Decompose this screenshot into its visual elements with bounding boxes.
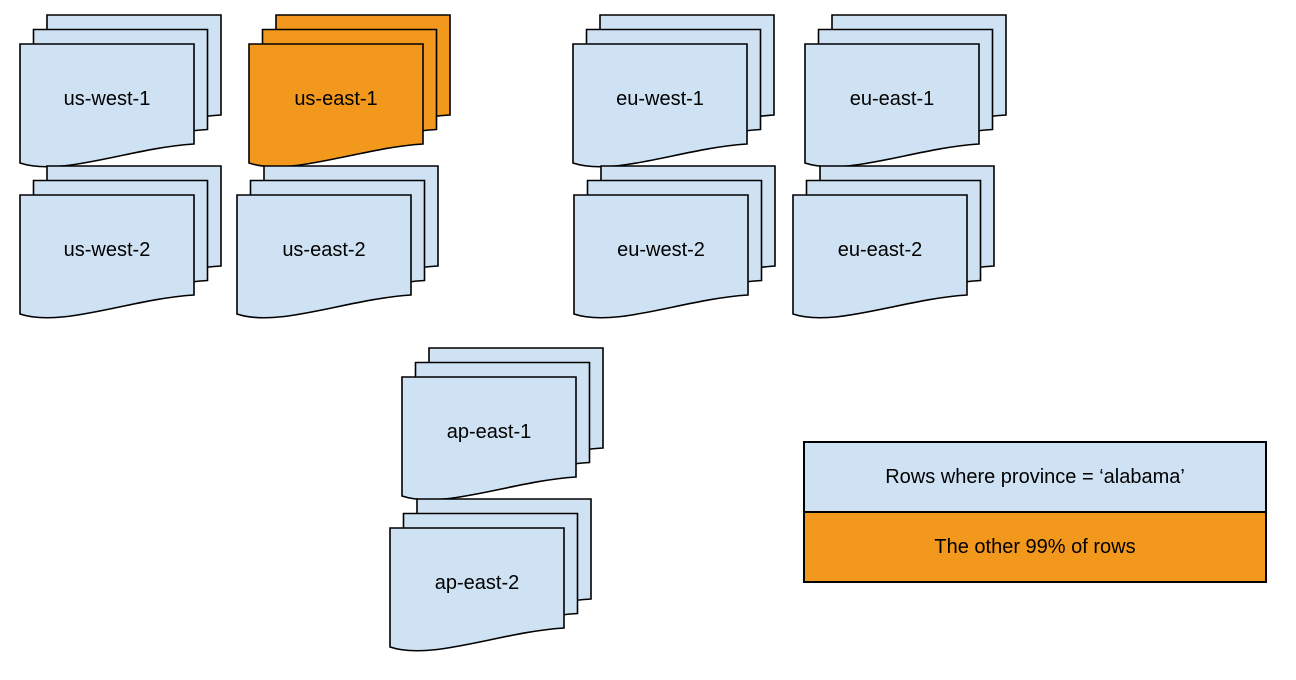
region-stack-us-west-1	[19, 14, 222, 168]
region-stack-eu-east-2	[792, 165, 995, 319]
region-stack-us-east-1	[248, 14, 451, 168]
region-stack-eu-east-1	[804, 14, 1007, 168]
document-shape	[19, 43, 195, 168]
document-shape	[389, 527, 565, 652]
legend-label-alabama: Rows where province = ‘alabama’	[885, 465, 1185, 488]
document-shape	[804, 43, 980, 168]
legend: Rows where province = ‘alabama’ The othe…	[803, 441, 1267, 583]
region-stack-eu-west-1	[572, 14, 775, 168]
legend-row-alabama: Rows where province = ‘alabama’	[805, 443, 1265, 511]
document-shape	[19, 194, 195, 319]
document-shape	[792, 194, 968, 319]
region-stack-us-east-2	[236, 165, 439, 319]
region-stack-us-west-2	[19, 165, 222, 319]
document-shape	[572, 43, 748, 168]
document-shape	[236, 194, 412, 319]
document-shape	[573, 194, 749, 319]
region-stack-ap-east-2	[389, 498, 592, 652]
legend-label-other: The other 99% of rows	[934, 535, 1136, 558]
region-stack-ap-east-1	[401, 347, 604, 501]
legend-row-other: The other 99% of rows	[805, 511, 1265, 581]
region-stack-eu-west-2	[573, 165, 776, 319]
document-shape	[248, 43, 424, 168]
document-shape	[401, 376, 577, 501]
